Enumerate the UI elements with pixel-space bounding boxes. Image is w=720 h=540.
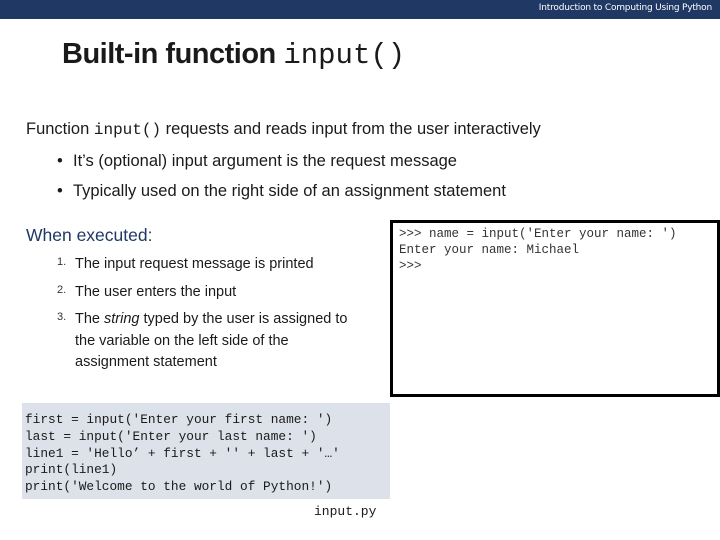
- step-number: 1.: [57, 256, 67, 268]
- code-line: last = input('Enter your last name: '): [25, 428, 317, 444]
- bullet-text: It’s (optional) input argument is the re…: [73, 152, 457, 170]
- bullet-text: Typically used on the right side of an a…: [73, 182, 506, 200]
- when-executed-heading: When executed:: [26, 225, 153, 245]
- code-line: print(line1): [25, 462, 118, 478]
- course-title: Introduction to Computing Using Python: [538, 3, 712, 13]
- step-text: The string typed by the user is assigned…: [75, 309, 350, 374]
- bullet-dot-icon: •: [57, 152, 63, 170]
- bullet-item: • Typically used on the right side of an …: [57, 182, 506, 201]
- step-text: The user enters the input: [75, 284, 237, 300]
- slide-title: Built-in function input(): [62, 38, 405, 72]
- intro-after: requests and reads input from the user i…: [161, 120, 541, 138]
- code-line: print('Welcome to the world of Python!'): [25, 479, 333, 495]
- header-bar: Introduction to Computing Using Python: [0, 0, 720, 19]
- step-text-before: The: [75, 311, 105, 327]
- shell-line: >>>: [399, 259, 422, 273]
- intro-paragraph: Function input() requests and reads inpu…: [26, 120, 541, 139]
- step-text-after: typed by the user is assigned to the var…: [75, 311, 348, 370]
- intro-code: input(): [93, 121, 162, 139]
- shell-line: Enter your name: Michael: [399, 243, 580, 257]
- code-line: first = input('Enter your first name: '): [25, 412, 333, 427]
- bullet-dot-icon: •: [57, 182, 63, 200]
- slide-title-text: Built-in function: [62, 38, 284, 70]
- python-shell-output: >>> name = input('Enter your name: ') En…: [390, 220, 720, 397]
- code-line: line1 = 'Hello’ + first + '' + last + '……: [25, 445, 340, 461]
- step-number: 3.: [57, 311, 67, 323]
- step-text-emphasis: string: [104, 311, 140, 327]
- intro-before: Function: [26, 120, 94, 138]
- code-filename: input.py: [314, 504, 377, 519]
- step-number: 2.: [57, 284, 67, 296]
- slide-title-code: input(): [283, 39, 406, 72]
- step-text: The input request message is printed: [75, 256, 314, 272]
- bullet-item: • It’s (optional) input argument is the r…: [57, 152, 457, 171]
- shell-line: >>> name = input('Enter your name: '): [399, 227, 677, 241]
- code-listing: first = input('Enter your first name: ')…: [22, 403, 390, 499]
